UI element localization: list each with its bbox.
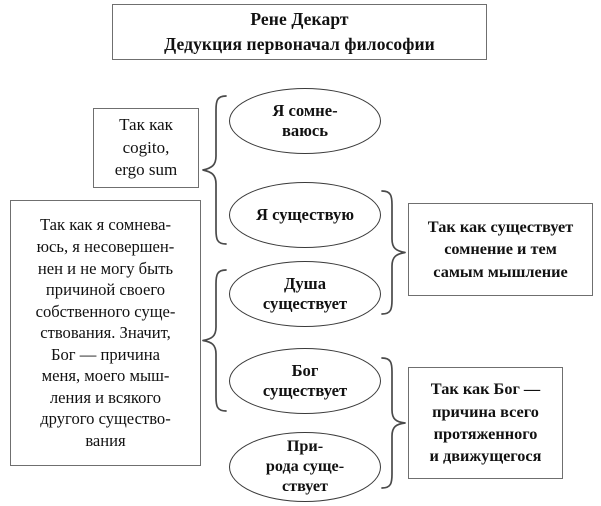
right-note-thinking: Так как существует сомнение и тем самым … (408, 203, 593, 296)
right-curly-brace-icon (381, 189, 407, 317)
right-note-extension: Так как Бог — причина всего протяженного… (408, 367, 563, 479)
left-curly-brace-icon (201, 268, 227, 413)
node-nature-exists: При- рода суще- ствует (229, 432, 381, 502)
right-curly-brace-icon (381, 356, 407, 491)
node-soul-exists: Душа существует (229, 261, 381, 327)
diagram-title-line-2: Дедукция первоначал философии (164, 34, 435, 54)
node-i-doubt: Я сомне- ваюсь (229, 88, 381, 154)
node-i-exist: Я существую (229, 182, 381, 248)
left-note-cogito: Так как cogito, ergo sum (93, 108, 199, 188)
diagram-title-line-1: Рене Декарт (250, 8, 349, 29)
left-note-imperfection: Так как я сомнева- юсь, я несовершен- не… (10, 200, 201, 466)
node-god-exists: Бог существует (229, 348, 381, 414)
diagram-title-box: Рене Декарт Дедукция первоначал философи… (112, 4, 487, 60)
left-curly-brace-icon (201, 94, 227, 246)
